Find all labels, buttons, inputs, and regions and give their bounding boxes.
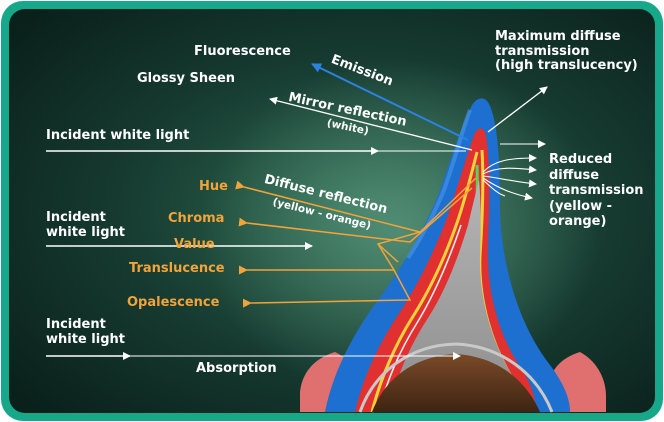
hue-label: Hue (199, 180, 228, 195)
reduced-diffuse-transmission-label: Reduced diffuse transmission (yellow - o… (549, 152, 644, 230)
max-diffuse-line3: (high translucency) (495, 59, 638, 74)
reduced-line3: transmission (549, 183, 644, 199)
reduced-line5: orange) (549, 214, 644, 230)
incident-light-label-3-line2: white light (46, 333, 125, 348)
opalescence-label: Opalescence (127, 296, 219, 311)
absorption-label: Absorption (196, 362, 277, 377)
chroma-label: Chroma (168, 212, 224, 227)
max-diffuse-transmission-label: Maximum diffuse transmission (high trans… (495, 30, 638, 74)
reduced-line2: diffuse (549, 168, 644, 184)
incident-light-label-2: Incident white light (46, 211, 125, 240)
max-diffuse-line1: Maximum diffuse (495, 30, 638, 45)
max-diffuse-line2: transmission (495, 45, 638, 60)
translucence-label: Translucence (129, 262, 225, 277)
value-label: Value (174, 238, 215, 253)
reduced-line4: (yellow - (549, 199, 644, 215)
incident-light-label-3: Incident white light (46, 318, 125, 347)
reduced-line1: Reduced (549, 152, 644, 168)
glossy-sheen-label: Glossy Sheen (137, 72, 235, 87)
incident-light-label-1: Incident white light (46, 129, 189, 144)
incident-light-label-3-line1: Incident (46, 318, 125, 333)
fluorescence-label: Fluorescence (194, 45, 291, 60)
incident-light-label-2-line2: white light (46, 226, 125, 241)
incident-light-label-2-line1: Incident (46, 211, 125, 226)
